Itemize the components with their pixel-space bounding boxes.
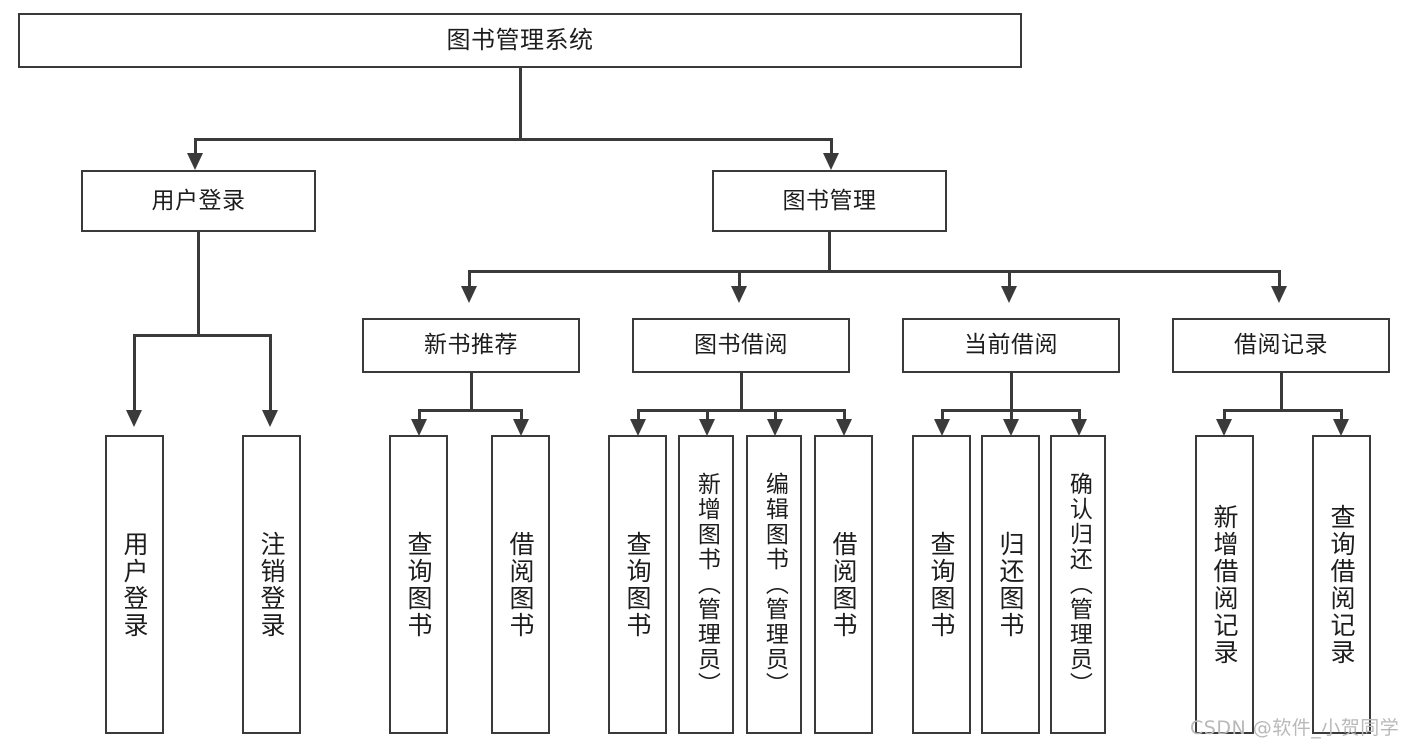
node-leaf-3-label: 查询图书 <box>404 530 433 639</box>
connector-book-borrow-stem <box>740 373 743 411</box>
node-leaf-5[interactable]: 查询图书 <box>608 435 667 734</box>
connector-book-borrow-drop-2 <box>706 409 709 421</box>
node-leaf-12[interactable]: 新增借阅记录 <box>1195 435 1254 734</box>
arrowhead-book-manage <box>823 153 839 170</box>
connector-book-borrow-drop-4 <box>843 409 846 421</box>
connector-current-borrow-stem <box>1010 373 1013 411</box>
connector-book-manage-stem <box>828 232 831 272</box>
arrowhead-leaf-12 <box>1216 419 1232 436</box>
connector-book-borrow-drop-1 <box>637 409 640 421</box>
connector-user-login-stem <box>197 232 200 336</box>
connector-new-book-rec-drop-1 <box>418 409 421 421</box>
connector-borrow-record-bus <box>1223 409 1342 412</box>
node-user-login-label: 用户登录 <box>151 187 246 214</box>
node-borrow-record[interactable]: 借阅记录 <box>1172 318 1390 373</box>
node-root[interactable]: 图书管理系统 <box>18 13 1022 68</box>
node-new-book-rec-label: 新书推荐 <box>424 332 518 359</box>
arrowhead-leaf-3 <box>411 419 427 436</box>
arrowhead-user-login <box>187 153 203 170</box>
arrowhead-leaf-5 <box>630 419 646 436</box>
node-leaf-6-label: 新增图书（管理员） <box>693 472 720 697</box>
connector-user-login-drop-2 <box>269 334 272 414</box>
connector-book-manage-drop-2 <box>738 270 741 288</box>
arrowhead-leaf-6 <box>699 419 715 436</box>
node-leaf-8-label: 借阅图书 <box>829 530 858 639</box>
node-leaf-4[interactable]: 借阅图书 <box>491 435 550 734</box>
arrowhead-new-book-rec <box>461 286 477 303</box>
connector-book-borrow-bus <box>637 409 845 412</box>
node-leaf-10-label: 归还图书 <box>996 530 1025 639</box>
connector-book-manage-drop-1 <box>468 270 471 288</box>
node-leaf-9-label: 查询图书 <box>927 530 956 639</box>
connector-borrow-record-stem <box>1280 373 1283 411</box>
connector-new-book-rec-drop-2 <box>520 409 523 421</box>
arrowhead-leaf-11 <box>1071 419 1087 436</box>
connector-user-login-bus <box>133 334 271 337</box>
connector-root-drop-right <box>830 138 833 158</box>
arrowhead-leaf-13 <box>1333 419 1349 436</box>
node-leaf-10[interactable]: 归还图书 <box>981 435 1040 734</box>
connector-user-login-drop-1 <box>133 334 136 414</box>
arrowhead-book-borrow <box>731 286 747 303</box>
node-book-borrow[interactable]: 图书借阅 <box>632 318 850 373</box>
node-leaf-5-label: 查询图书 <box>623 530 652 639</box>
node-user-login[interactable]: 用户登录 <box>81 170 316 232</box>
arrowhead-current-borrow <box>1001 286 1017 303</box>
node-leaf-11[interactable]: 确认归还（管理员） <box>1050 435 1106 734</box>
node-leaf-13[interactable]: 查询借阅记录 <box>1312 435 1371 734</box>
connector-current-borrow-drop-3 <box>1078 409 1081 421</box>
arrowhead-leaf-9 <box>934 419 950 436</box>
node-book-manage[interactable]: 图书管理 <box>712 170 947 232</box>
node-leaf-4-label: 借阅图书 <box>506 530 535 639</box>
node-leaf-8[interactable]: 借阅图书 <box>814 435 873 734</box>
connector-new-book-rec-stem <box>470 373 473 411</box>
connector-root-stem <box>519 68 522 140</box>
node-leaf-13-label: 查询借阅记录 <box>1327 503 1356 666</box>
arrowhead-leaf-7 <box>767 419 783 436</box>
node-leaf-7[interactable]: 编辑图书（管理员） <box>746 435 802 734</box>
node-book-manage-label: 图书管理 <box>782 187 877 214</box>
node-leaf-2-label: 注销登录 <box>257 530 286 639</box>
node-leaf-9[interactable]: 查询图书 <box>912 435 971 734</box>
node-leaf-2[interactable]: 注销登录 <box>242 435 301 734</box>
connector-current-borrow-drop-1 <box>941 409 944 421</box>
node-book-borrow-label: 图书借阅 <box>694 332 788 359</box>
arrowhead-leaf-4 <box>513 419 529 436</box>
connector-new-book-rec-bus <box>418 409 522 412</box>
node-current-borrow[interactable]: 当前借阅 <box>902 318 1120 373</box>
node-new-book-rec[interactable]: 新书推荐 <box>362 318 580 373</box>
arrowhead-leaf-1 <box>126 410 142 427</box>
node-root-label: 图书管理系统 <box>446 26 594 55</box>
arrowhead-leaf-2 <box>262 410 278 427</box>
node-leaf-1[interactable]: 用户登录 <box>105 435 164 734</box>
connector-borrow-record-drop-2 <box>1340 409 1343 421</box>
connector-borrow-record-drop-1 <box>1223 409 1226 421</box>
connector-current-borrow-drop-2 <box>1010 409 1013 421</box>
node-leaf-12-label: 新增借阅记录 <box>1210 503 1239 666</box>
connector-root-bus <box>194 138 832 141</box>
arrowhead-leaf-8 <box>836 419 852 436</box>
node-leaf-3[interactable]: 查询图书 <box>389 435 448 734</box>
connector-book-manage-bus <box>468 270 1280 273</box>
node-borrow-record-label: 借阅记录 <box>1234 332 1328 359</box>
node-leaf-11-label: 确认归还（管理员） <box>1065 472 1092 697</box>
connector-root-drop-left <box>194 138 197 158</box>
connector-book-manage-drop-3 <box>1008 270 1011 288</box>
arrowhead-leaf-10 <box>1003 419 1019 436</box>
node-leaf-1-label: 用户登录 <box>120 530 149 639</box>
connector-book-borrow-drop-3 <box>774 409 777 421</box>
connector-book-manage-drop-4 <box>1278 270 1281 288</box>
node-leaf-7-label: 编辑图书（管理员） <box>761 472 788 697</box>
arrowhead-borrow-record <box>1271 286 1287 303</box>
node-leaf-6[interactable]: 新增图书（管理员） <box>678 435 734 734</box>
node-current-borrow-label: 当前借阅 <box>964 332 1058 359</box>
